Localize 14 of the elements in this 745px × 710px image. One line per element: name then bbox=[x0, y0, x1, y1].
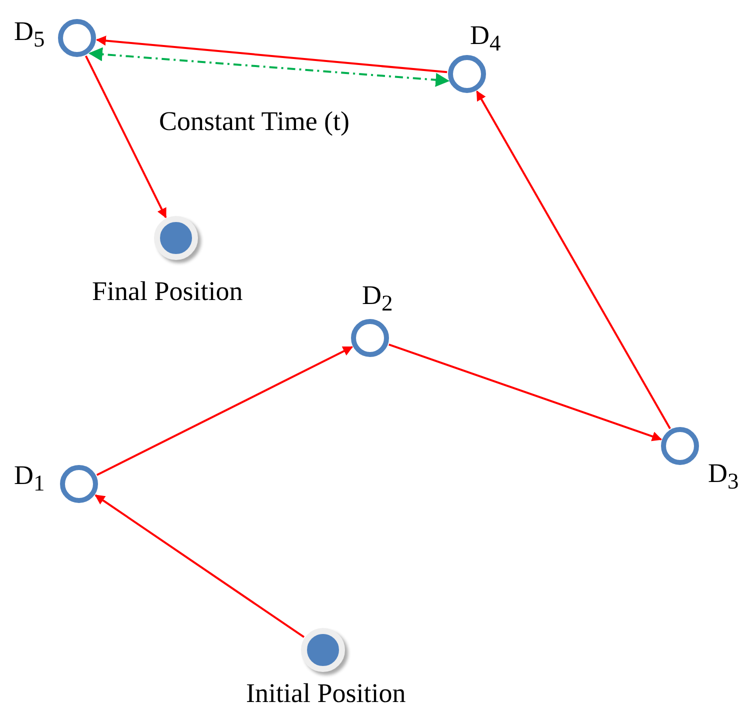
arrow bbox=[96, 346, 354, 476]
waypoint-label: D$_{5}$ bbox=[14, 18, 45, 51]
arrow bbox=[388, 344, 662, 442]
waypoint-label: D$_{3}$ bbox=[708, 460, 739, 493]
position-label: Initial Position bbox=[246, 680, 406, 707]
waypoint-label: D$_{2}$ bbox=[362, 282, 393, 315]
arrow bbox=[96, 36, 448, 74]
waypoint-label: D$_{1}$ bbox=[14, 462, 45, 495]
arrow bbox=[84, 55, 167, 218]
arrow bbox=[88, 47, 450, 87]
arrow bbox=[476, 90, 671, 430]
arrow bbox=[94, 494, 305, 638]
waypoint-label: D$_{4}$ bbox=[470, 22, 501, 55]
position-label: Final Position bbox=[92, 278, 243, 305]
